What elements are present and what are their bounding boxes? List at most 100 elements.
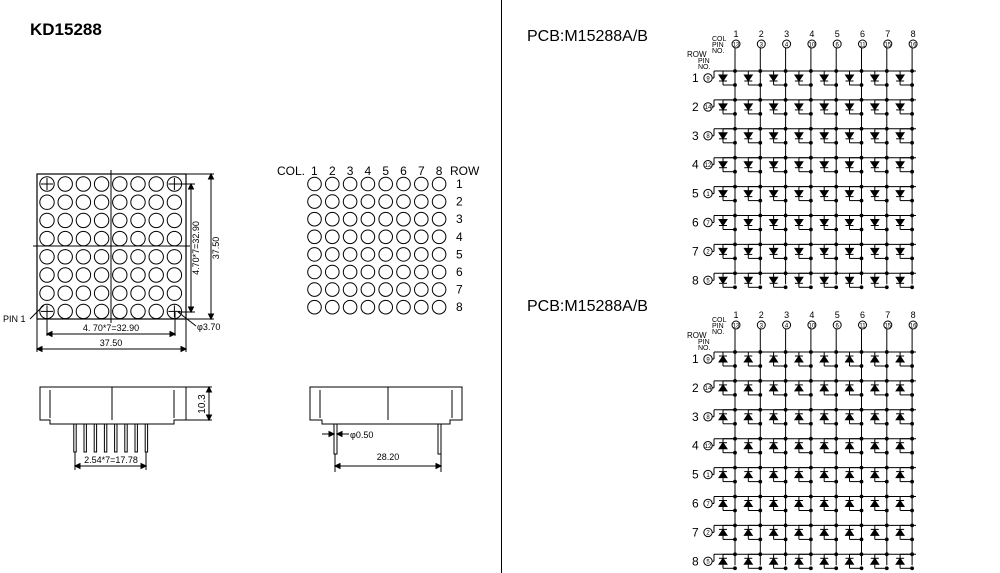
led-dot [166,212,183,229]
pcb-label-bottom: PCB:M15288A/B [527,298,648,315]
column-pin-circle [832,320,842,330]
led-symbol [743,74,754,82]
led-symbol [819,103,830,111]
led-symbol [895,528,906,536]
led-symbol [718,528,728,536]
led-symbol [819,161,830,169]
led-symbol [819,74,830,82]
junction-dot [884,566,889,571]
led-symbol [844,355,855,363]
pin-position-dot [431,229,447,245]
junction-dot [783,508,788,513]
led-dot [75,212,92,229]
led-dot [39,176,55,192]
pin-position-dot [431,299,447,315]
junction-dot [809,537,813,542]
junction-dot [859,83,864,87]
led-symbol [793,103,804,111]
junction-dot [809,393,813,397]
pin-lead [333,423,338,455]
junction-dot [859,112,864,116]
led-symbol [743,499,754,507]
row-number: 3 [456,212,463,226]
col-header: COL. [277,164,305,178]
junction-dot [859,169,864,174]
junction-dot [834,83,839,87]
dimension-arrow [35,345,43,353]
pin-position-dot [342,247,358,262]
row-no-label: NO. [698,345,711,352]
led-dot [57,212,73,229]
row-header: ROW [450,164,480,178]
led-dot [93,303,110,320]
pin-position-dot [396,211,411,227]
dimension-arrow [169,330,177,338]
dimension-arrow [73,462,81,470]
pin-position-dot [325,194,340,209]
led-symbol [718,470,728,479]
pin-position-dot [342,264,358,280]
led-symbol [743,557,754,565]
schem-row-number: 1 [692,352,699,366]
schem-row-number: 8 [692,554,699,568]
junction-dot [783,285,788,290]
pin-position-dot [342,211,358,227]
part-number-title: KD15288 [30,20,102,39]
dim-inner-height: 4.70*7=32.90 [191,221,201,275]
pin-position-dot [414,247,429,262]
led-symbol [793,190,804,198]
junction-dot [733,508,737,513]
led-symbol [819,499,830,507]
schem-column-number: 1 [733,310,738,320]
pin-position-dot [360,194,376,209]
led-dot [93,249,110,265]
led-symbol [869,383,880,392]
junction-dot [834,421,839,426]
column-number: 7 [418,164,425,178]
row-pin-number: 5 [706,279,710,285]
column-pin-circle [858,39,867,49]
led-dot [130,285,146,301]
led-symbol [718,103,728,111]
led-symbol [718,412,728,421]
pin-position-dot [431,211,447,227]
led-symbol [819,412,830,421]
led-symbol [718,247,728,256]
led-symbol [869,219,880,227]
side-body [39,386,187,425]
led-dot [166,285,183,301]
dimension-arrow [435,462,443,470]
pin-position-dot [378,229,394,245]
junction-dot [809,256,813,261]
pin-lead [144,423,149,453]
schematic-common-cathode: COLPINNO.ROWPINNO.1132334410566117158161… [687,310,918,571]
junction-dot [758,508,763,513]
led-symbol [819,528,830,536]
led-symbol [895,132,906,140]
pin-position-dot [307,264,322,280]
led-symbol [793,470,804,479]
led-symbol [819,247,830,256]
junction-dot [884,393,889,397]
junction-dot [758,169,763,174]
pin-position-dot [378,247,394,262]
row-number: 7 [456,283,463,297]
pin-position-dot [431,247,447,262]
junction-dot [834,566,839,571]
led-symbol [793,441,804,450]
led-symbol [895,103,906,111]
junction-dot [884,83,889,87]
led-symbol [718,355,728,363]
pin-position-dot [396,264,411,280]
pin-position-dot [325,282,340,297]
junction-dot [859,140,864,145]
junction-dot [834,198,839,203]
led-dot [39,212,55,229]
led-symbol [895,161,906,169]
led-symbol [793,74,804,82]
led-dot [93,230,110,247]
junction-dot [809,169,813,174]
junction-dot [884,227,889,232]
led-symbol [819,132,830,140]
